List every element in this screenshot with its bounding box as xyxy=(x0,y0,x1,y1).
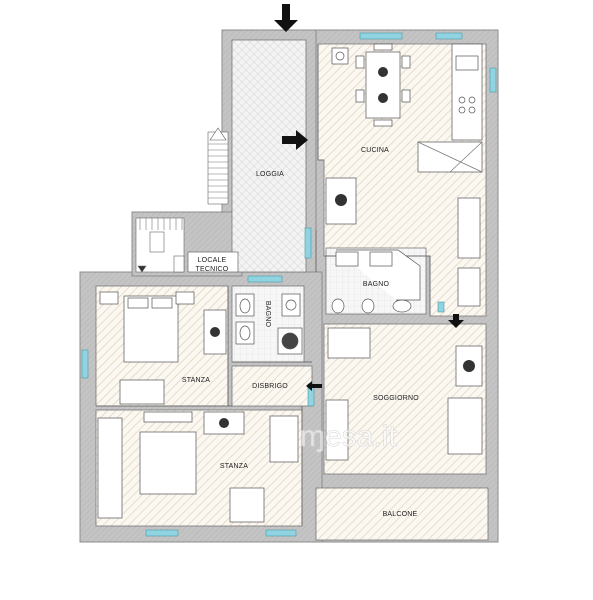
kitchen-armchair xyxy=(325,177,357,225)
bagno-small-fixtures xyxy=(235,293,303,355)
windows xyxy=(81,32,497,537)
window-cucina-top-1 xyxy=(359,32,403,40)
loggia-floor xyxy=(231,39,307,273)
label-locale-tecnico-2: TECNICO xyxy=(196,266,229,273)
window-bagno-small xyxy=(247,275,283,283)
label-balcone: BALCONE xyxy=(383,511,418,518)
window-cucina-top-2 xyxy=(435,32,463,40)
locale-tecnico-floor xyxy=(187,251,239,273)
kitchen-sofa xyxy=(457,197,481,259)
room-labels: LOGGIA CUCINA LOCALE TECNICO BAGNO BAGNO… xyxy=(182,147,419,518)
label-disbrigo: DISBRIGO xyxy=(252,383,288,390)
window-stanza-left xyxy=(81,349,89,379)
label-soggiorno: SOGGIORNO xyxy=(373,395,419,402)
arrows xyxy=(274,4,464,391)
bagno-main-fixtures xyxy=(331,249,421,314)
stanza-top-furniture xyxy=(99,291,227,405)
stanza-bottom-furniture xyxy=(97,411,299,523)
stanza-bottom-floor xyxy=(95,409,303,527)
sofa-soggiorno xyxy=(447,397,483,455)
plant-icon xyxy=(378,67,388,103)
kitchen-door-arrow-icon xyxy=(448,314,464,328)
entrance-arrow-icon xyxy=(274,4,298,32)
label-bagno-small: BAGNO xyxy=(264,301,271,328)
disbrigo-door-arrow-icon xyxy=(306,381,322,391)
loggia-arrow-icon xyxy=(282,130,308,150)
window-bagno-main xyxy=(437,301,445,313)
dining-table xyxy=(365,51,401,119)
window-loggia-left xyxy=(304,227,312,259)
label-bagno-main: BAGNO xyxy=(363,281,390,288)
balcone-floor xyxy=(315,487,489,541)
watermark-text: ɱesa.it xyxy=(300,420,397,453)
label-stanza-top: STANZA xyxy=(182,377,210,384)
wardrobe xyxy=(97,417,123,519)
soggiorno-furniture xyxy=(325,327,483,461)
kitchen-furniture xyxy=(325,43,483,307)
label-locale-tecnico-1: LOCALE xyxy=(198,257,227,264)
label-cucina: CUCINA xyxy=(361,147,389,154)
label-loggia: LOGGIA xyxy=(256,171,284,178)
window-cucina-right xyxy=(489,67,497,93)
dresser xyxy=(119,379,165,405)
window-stanza-bottom-2 xyxy=(265,529,297,537)
stairs xyxy=(135,127,229,273)
bed-bottom xyxy=(139,431,197,495)
label-stanza-bottom: STANZA xyxy=(220,463,248,470)
window-stanza-bottom-1 xyxy=(145,529,179,537)
